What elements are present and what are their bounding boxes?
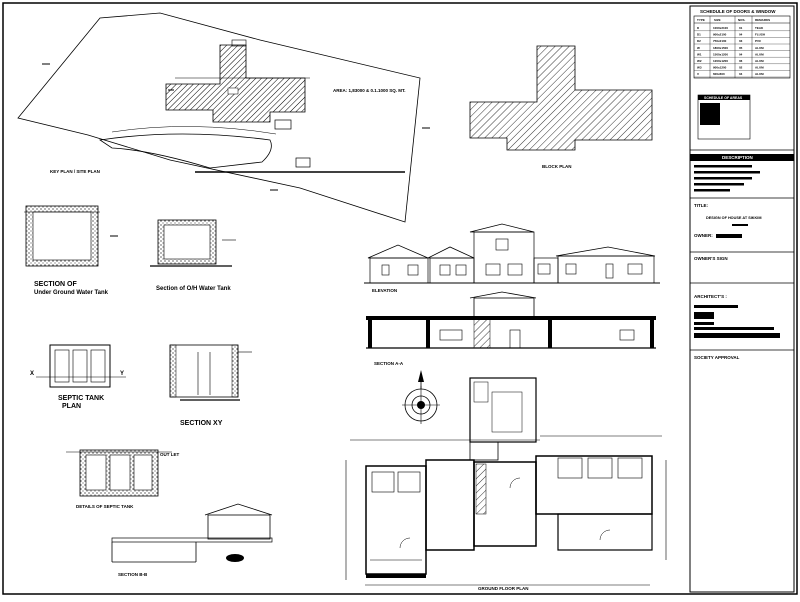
society-approval-label: SOCIETY APPROVAL (694, 355, 740, 360)
schedule-cell: W3 (697, 66, 702, 70)
section-xy-label: SECTION XY (180, 420, 223, 427)
schedule-cell: 03 (739, 39, 743, 43)
septic-details: OUT LET DETAILS OF SEPTIC TANK (66, 449, 179, 509)
septic-plan-label-2: PLAN (62, 403, 81, 410)
schedule-cell: W2 (697, 59, 702, 63)
ohwt-section: Section of O/H Water Tank (150, 219, 236, 292)
title-label: TITLE: (694, 203, 708, 208)
ground-floor-plan: GROUND FLOOR PLAN (345, 377, 667, 591)
key-plan-label: KEY PLAN / SITE PLAN (50, 169, 100, 174)
schedule-cell: 750x2100 (713, 39, 727, 43)
schedule-cell: 1000x2100 (713, 26, 728, 30)
schedule-cell: D (697, 26, 700, 30)
sched-head-type: TYPE (697, 18, 705, 22)
ground-floor-label: GROUND FLOOR PLAN (478, 586, 529, 591)
title-block: SCHEDULE OF DOORS & WINDOW TYPE SIZE NOS… (689, 5, 795, 593)
schedule-cell: 1200x1200 (713, 59, 728, 63)
schedule-cell: 06 (739, 59, 743, 63)
schedule-cell: ALUM (755, 59, 764, 63)
site-plan: AREA: 1,83000 & 0.1.1000 SQ. MT. KEY PLA… (17, 12, 430, 237)
schedule-cell: TEAK (755, 26, 764, 30)
schedule-cell: W (697, 46, 700, 50)
ugwt-label-2: Under Ground Water Tank (34, 290, 109, 296)
schedule-cell: PVC (755, 39, 762, 43)
septic-plan: X Y SEPTIC TANK PLAN (30, 344, 126, 410)
septic-details-label: DETAILS OF SEPTIC TANK (76, 504, 134, 509)
section-aa: SECTION A-A (366, 291, 656, 366)
schedule-cell: 1500x1200 (713, 52, 728, 56)
schedule-cell: ALUM (755, 46, 764, 50)
sched-head-remarks: REMARKS (755, 18, 770, 22)
architect-label: ARCHITECT'S : (694, 294, 727, 299)
ugwt-label-1: SECTION OF (34, 281, 78, 288)
septic-plan-label-1: SEPTIC TANK (58, 395, 104, 402)
section-bb: SECTION B-B (111, 503, 273, 577)
block-plan: BLOCK PLAN (469, 45, 653, 169)
schedule-cell: 01 (739, 26, 743, 30)
site-boundary (17, 12, 421, 223)
site-road (98, 133, 272, 169)
schedule-cell: 900x2100 (713, 33, 727, 37)
elevation-label: ELEVATION (372, 288, 397, 293)
schedule-doors-title: SCHEDULE OF DOORS & WINDOW (700, 9, 776, 14)
sched-head-size: SIZE (714, 18, 721, 22)
owner-sign-label: OWNER'S SIGN (694, 256, 728, 261)
schedule-cell: ALUM (755, 72, 764, 76)
schedule-cell: FLUSH (755, 33, 765, 37)
septic-x-marker: X (30, 371, 34, 377)
schedule-cell: 04 (739, 52, 743, 56)
schedule-cell: D1 (697, 33, 701, 37)
schedule-areas-title: SCHEDULE OF AREAS (704, 96, 743, 100)
schedule-cell: 900x1200 (713, 66, 727, 70)
schedule-cell: 600x600 (713, 72, 725, 76)
section-xy: SECTION XY (169, 344, 252, 427)
outlet-label: OUT LET (160, 452, 179, 457)
schedule-cell: D2 (697, 39, 701, 43)
area-label: AREA: 1,83000 & 0.1.1000 SQ. MT. (333, 88, 406, 93)
ugwt-section: SECTION OF Under Ground Water Tank (24, 205, 109, 296)
ohwt-label: Section of O/H Water Tank (156, 286, 231, 292)
section-aa-label: SECTION A-A (374, 361, 404, 366)
schedule-cell: 02 (739, 66, 743, 70)
schedule-doors-windows: SCHEDULE OF DOORS & WINDOW TYPE SIZE NOS… (693, 9, 791, 79)
owner-label: OWNER: (694, 233, 713, 238)
schedule-rows: D 1000x2100 01 TEAK D1 900x2100 04 FLUSH D2 750x2… (694, 26, 790, 78)
schedule-cell: W1 (697, 52, 702, 56)
section-bb-label: SECTION B-B (118, 572, 148, 577)
description-title: DESCRIPTION (722, 155, 753, 160)
schedule-cell: 05 (739, 46, 743, 50)
north-arrow-icon (402, 370, 440, 424)
title-value: DESIGN OF HOUSE AT SIKKIM (706, 216, 761, 220)
block-plan-label: BLOCK PLAN (542, 164, 572, 169)
site-building-footprint (165, 44, 306, 123)
schedule-areas: SCHEDULE OF AREAS (697, 94, 751, 140)
schedule-cell: 04 (739, 33, 743, 37)
elevation: ELEVATION (364, 223, 660, 293)
schedule-cell: V (697, 72, 699, 76)
schedule-cell: ALUM (755, 52, 764, 56)
schedule-cell: 1800x1500 (713, 46, 728, 50)
septic-y-marker: Y (120, 371, 124, 377)
schedule-cell: 04 (739, 72, 743, 76)
sched-head-nos: NOS. (738, 18, 746, 22)
schedule-cell: ALUM (755, 66, 764, 70)
